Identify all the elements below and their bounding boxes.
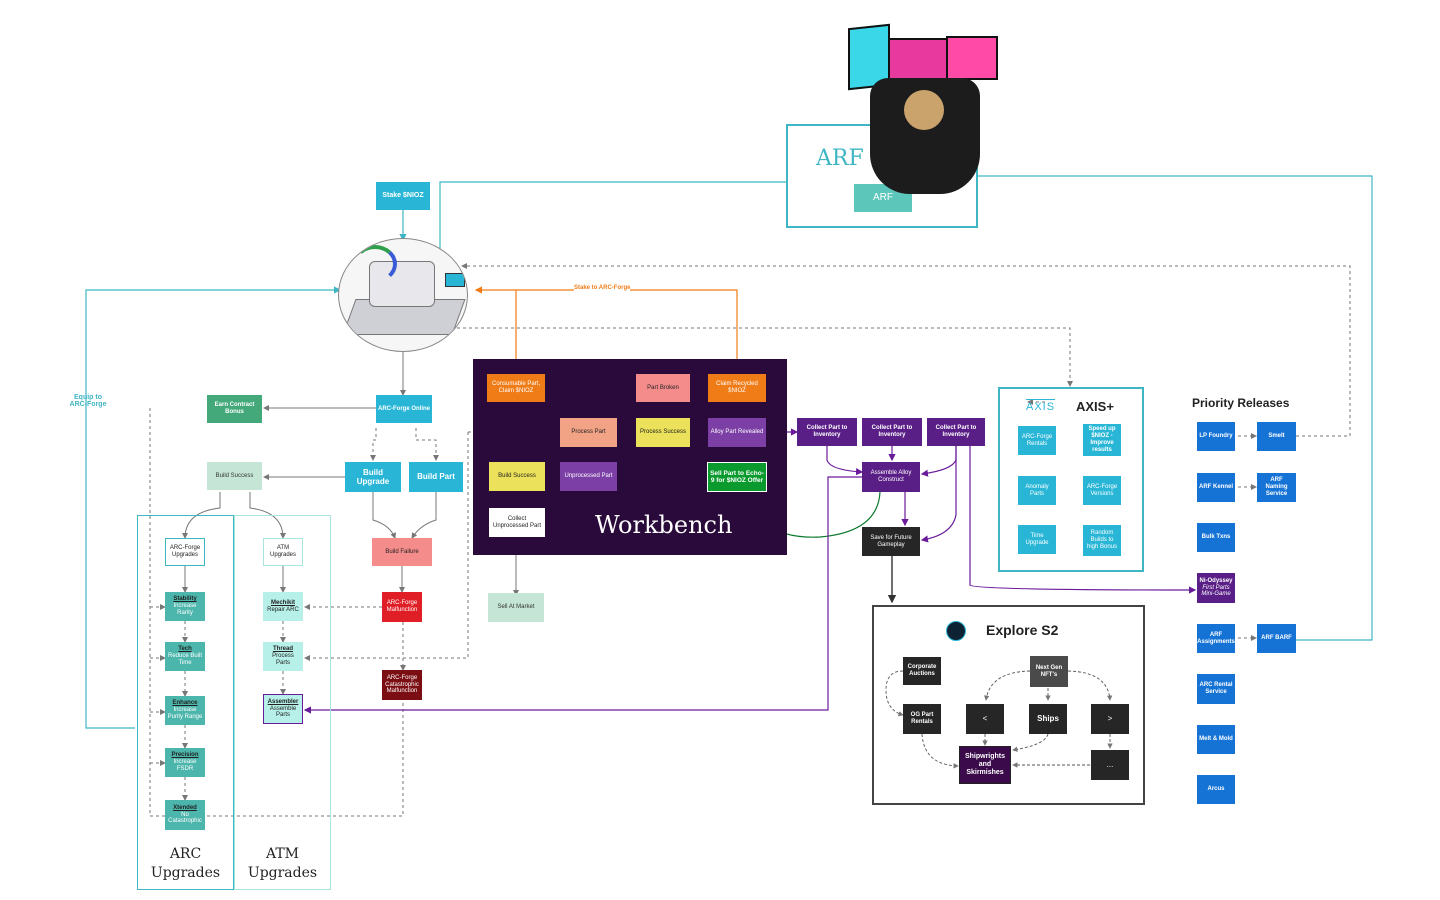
axis-plus-panel: AXIS AXIS+ <box>998 387 1144 572</box>
arc-forge-online[interactable]: ARC-Forge Online <box>376 395 432 423</box>
ni-odyssey[interactable]: Ni-Odyssey First Parts Mini-Game <box>1197 573 1235 603</box>
stake-nioz-button[interactable]: Stake $NIOZ <box>376 182 430 210</box>
process-part[interactable]: Process Part <box>560 418 617 447</box>
upgrade-precision[interactable]: Precision Increase FSDR <box>165 748 205 777</box>
smelt[interactable]: Smelt <box>1257 422 1296 451</box>
upgrade-enhance[interactable]: Enhance Increase Purity Range <box>165 696 205 725</box>
arf-character-illustration <box>842 18 1022 200</box>
arc-forge-catastrophic-malfunction[interactable]: ARC-Forge Catastrophic Malfunction <box>382 670 422 700</box>
unprocessed-part[interactable]: Unprocessed Part <box>560 462 617 491</box>
collect-unprocessed-part[interactable]: Collect Unprocessed Part <box>489 508 545 537</box>
upgrade-xtended[interactable]: Xtended No Catastrophic <box>165 800 205 830</box>
earn-contract-bonus[interactable]: Earn Contract Bonus <box>207 395 262 423</box>
collect-part-inventory-2[interactable]: Collect Part to Inventory <box>862 418 922 446</box>
explore-s2-panel: Explore S2 <box>872 605 1145 805</box>
arc-forge-malfunction[interactable]: ARC-Forge Malfunction <box>382 592 422 622</box>
melt-and-mold[interactable]: Melt & Mold <box>1197 725 1235 754</box>
collect-part-inventory-1[interactable]: Collect Part to Inventory <box>797 418 857 446</box>
shipwrights-and-skirmishes[interactable]: Shipwrights and Skirmishes <box>959 746 1011 784</box>
alloy-part-revealed[interactable]: Alloy Part Revealed <box>708 418 766 447</box>
explore-s2-title: Explore S2 <box>986 622 1059 638</box>
axis-item-versions[interactable]: ARC-Forge Versions <box>1083 476 1121 505</box>
dog-head <box>904 90 944 130</box>
bulk-txns[interactable]: Bulk Txns <box>1197 523 1235 552</box>
arcus[interactable]: Arcus <box>1197 775 1235 804</box>
equip-to-forge-label: Equip to ARC-Forge <box>69 394 107 408</box>
claim-recycled-nioz[interactable]: Claim Recycled $NIOZ <box>708 374 766 402</box>
upgrade-desc: Increase Purity Range <box>167 707 203 720</box>
upgrade-name: Stability <box>173 596 197 603</box>
monitor-center <box>888 38 948 80</box>
build-part-button[interactable]: Build Part <box>409 462 463 492</box>
og-part-rentals[interactable]: OG Part Rentals <box>903 704 941 734</box>
arf-naming-service[interactable]: ARF Naming Service <box>1257 473 1296 502</box>
sell-at-market[interactable]: Sell At Market <box>488 593 544 622</box>
forge-pipes <box>353 245 397 283</box>
atm-upgrades-panel: ATM Upgrades <box>234 515 331 890</box>
lp-foundry[interactable]: LP Foundry <box>1197 422 1235 451</box>
upgrade-name: Precision <box>171 752 199 759</box>
build-success-workbench[interactable]: Build Success <box>489 462 545 491</box>
corporate-auctions[interactable]: Corporate Auctions <box>903 657 941 685</box>
atm-upgrades-header: ATM Upgrades <box>263 538 303 566</box>
forge-screen <box>445 273 465 287</box>
atm-name: Assembler <box>267 698 299 705</box>
atm-desc: Process Parts <box>272 653 294 666</box>
arf-kennel-release[interactable]: ARF Kennel <box>1197 473 1235 502</box>
arc-forge-upgrades-header: ARC-Forge Upgrades <box>165 538 205 566</box>
ni-odyssey-name: Ni-Odyssey <box>1199 577 1233 584</box>
axis-item-time-upgrade[interactable]: Time Upgrade <box>1018 525 1056 554</box>
atm-upgrades-title: ATM Upgrades <box>247 846 318 882</box>
axis-logo: AXIS <box>1026 399 1056 413</box>
more-button[interactable]: ... <box>1091 750 1129 780</box>
axis-item-random-builds[interactable]: Random Builds to high Bonus <box>1083 525 1121 556</box>
atm-name: Mechikit <box>270 599 295 606</box>
upgrade-name: Tech <box>178 646 192 653</box>
collect-part-inventory-3[interactable]: Collect Part to Inventory <box>927 418 985 446</box>
stake-to-forge-label: Stake to ARC-Forge <box>574 285 631 291</box>
upgrade-name: Xtended <box>173 804 197 811</box>
part-broken[interactable]: Part Broken <box>636 374 690 402</box>
prev-button[interactable]: < <box>966 704 1004 734</box>
upgrade-desc: No Catastrophic <box>168 811 202 825</box>
assemble-alloy-construct[interactable]: Assemble Alloy Construct <box>862 462 920 492</box>
axis-item-rentals[interactable]: ARC-Forge Rentals <box>1018 426 1056 455</box>
build-success-left[interactable]: Build Success <box>207 462 262 490</box>
atm-name: Thread <box>272 646 293 653</box>
atm-assembler[interactable]: Assembler Assemble Parts <box>263 694 303 724</box>
workbench-title: Workbench <box>595 511 733 539</box>
build-upgrade-button[interactable]: Build Upgrade <box>345 462 401 492</box>
save-for-future-gameplay[interactable]: Save for Future Gameplay <box>862 527 920 556</box>
upgrade-stability[interactable]: Stability Increase Rarity <box>165 592 205 621</box>
upgrade-name: Enhance <box>172 700 198 707</box>
axis-plus-title: AXIS+ <box>1076 399 1114 414</box>
arc-forge-machine-illustration <box>338 238 468 352</box>
consumable-part[interactable]: Consumable Part, Claim $NIOZ <box>487 374 545 402</box>
build-failure[interactable]: Build Failure <box>372 538 432 566</box>
upgrade-desc: Reduce Built Time <box>167 653 203 666</box>
atm-mechikit[interactable]: Mechikit Repair ARC <box>263 592 303 621</box>
atm-desc: Repair ARC <box>267 606 299 613</box>
process-success[interactable]: Process Success <box>636 418 690 447</box>
ni-odyssey-sub: First Parts Mini-Game <box>1201 584 1231 598</box>
atm-desc: Assemble Parts <box>269 705 297 719</box>
atm-thread[interactable]: Thread Process Parts <box>263 642 303 671</box>
ships-button[interactable]: Ships <box>1029 704 1067 734</box>
arc-rental-service[interactable]: ARC Rental Service <box>1197 674 1235 704</box>
next-button[interactable]: > <box>1091 704 1129 734</box>
arc-upgrades-panel: ARC Upgrades <box>137 515 234 890</box>
explore-logo-icon <box>946 621 966 641</box>
monitor-right <box>946 36 998 80</box>
upgrade-tech[interactable]: Tech Reduce Built Time <box>165 642 205 671</box>
axis-item-speed-up[interactable]: Speed up $NIOZ - Improve results <box>1083 424 1121 456</box>
arf-barf[interactable]: ARF BARF <box>1257 624 1296 653</box>
arc-upgrades-title: ARC Upgrades <box>150 846 221 882</box>
upgrade-desc: Increase FSDR <box>173 759 197 772</box>
upgrade-desc: Increase Rarity <box>173 603 197 616</box>
axis-item-anomaly[interactable]: Anomaly Parts <box>1018 476 1056 505</box>
priority-releases-title: Priority Releases <box>1192 396 1290 410</box>
sell-part-echo-9[interactable]: Sell Part to Echo-9 for $NIOZ Offer <box>707 462 767 492</box>
arf-assignments[interactable]: ARF Assignments <box>1197 624 1235 653</box>
next-gen-nfts[interactable]: Next Gen NFT's <box>1030 656 1068 687</box>
